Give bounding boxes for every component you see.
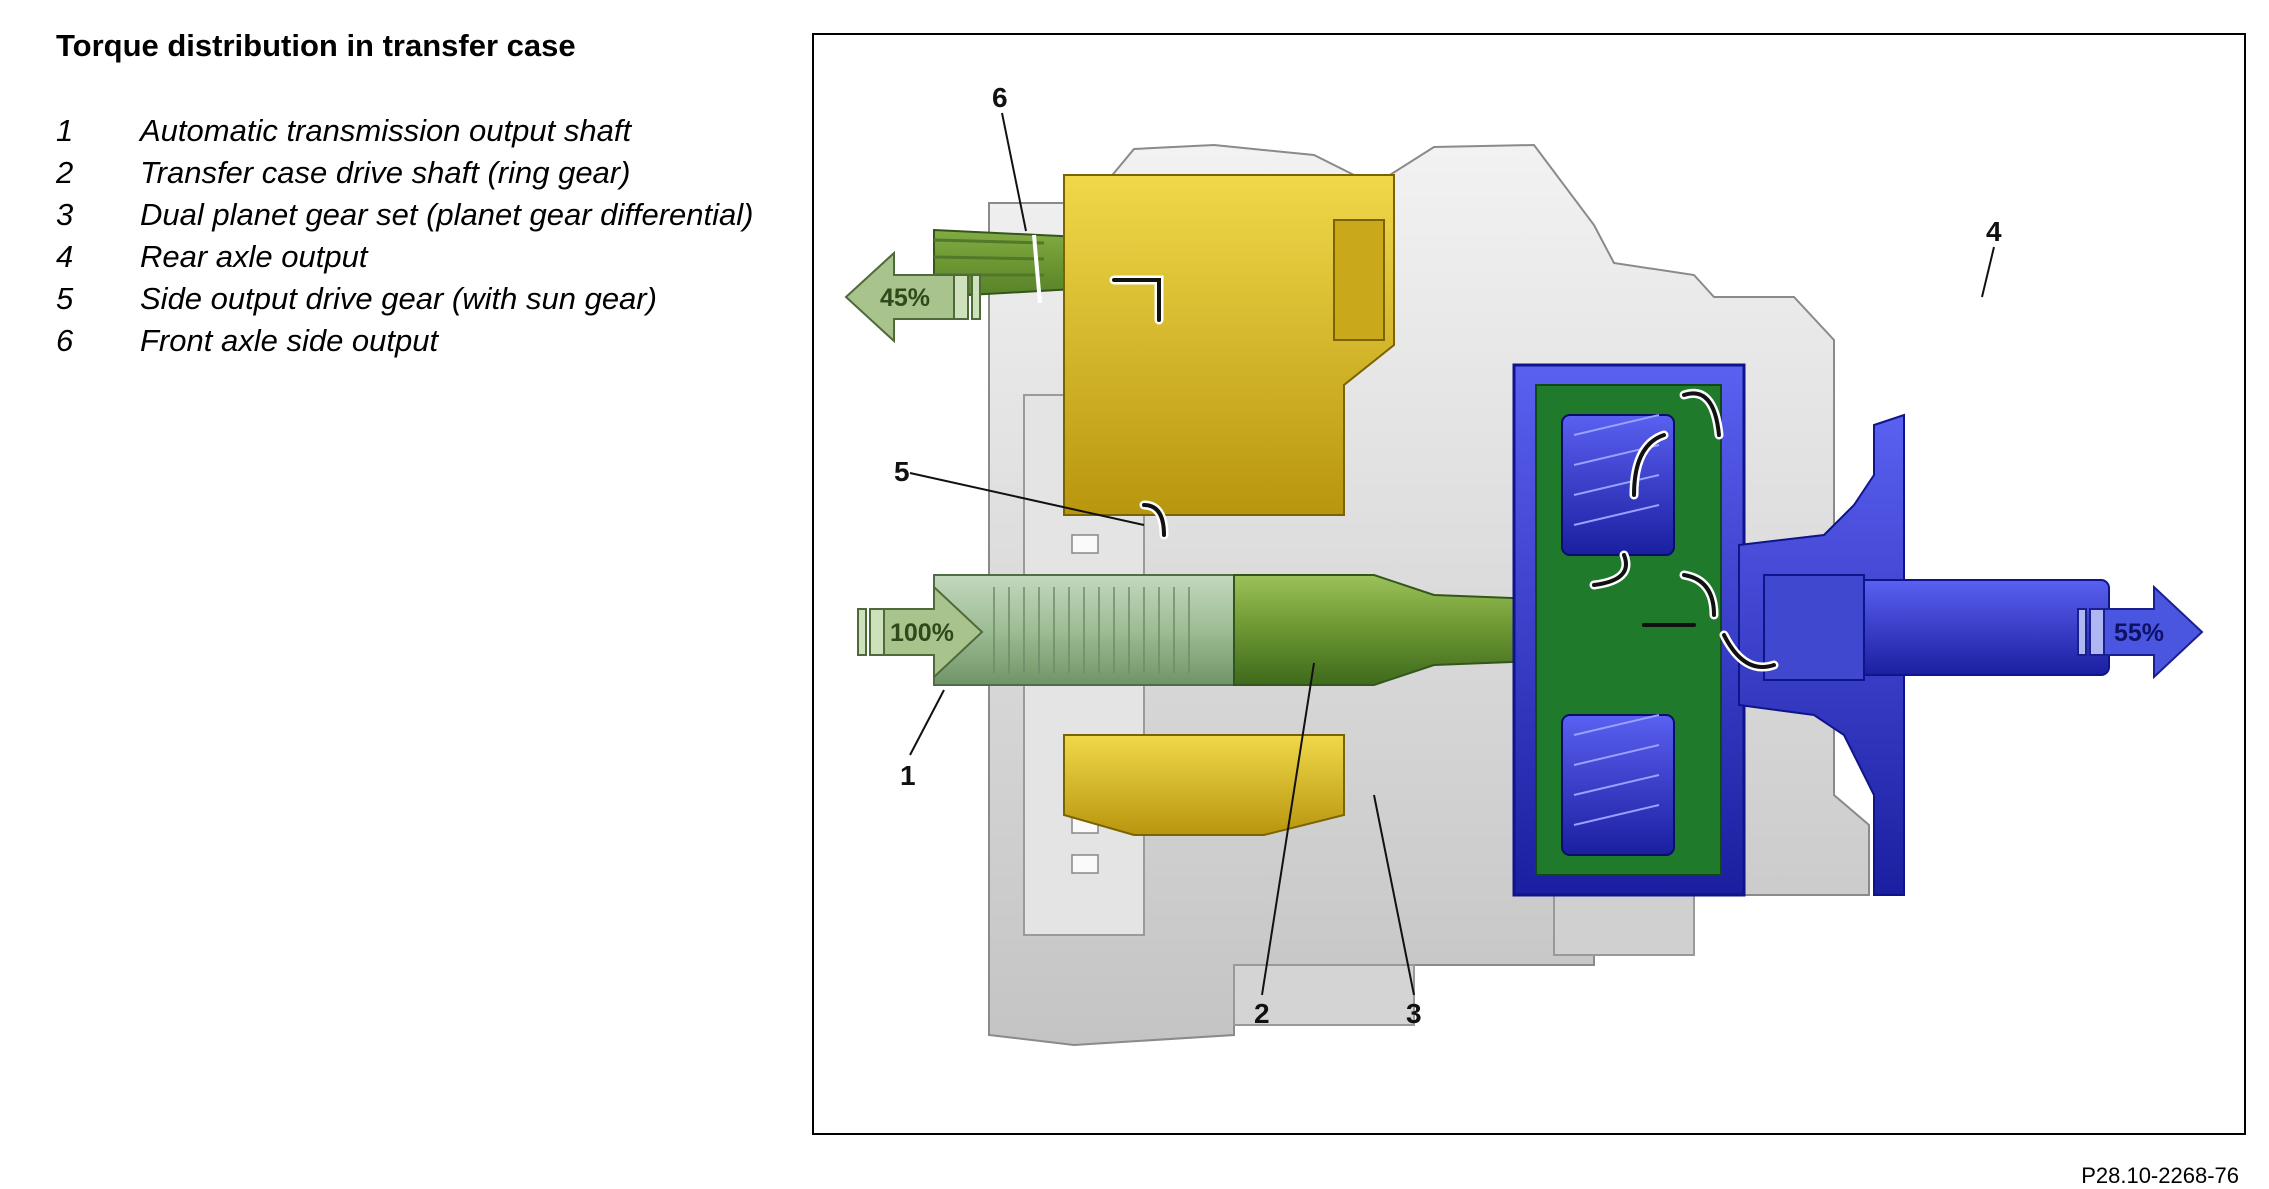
callouts (909, 112, 1995, 996)
legend-text: Front axle side output (140, 323, 439, 358)
callout-5: 5 (894, 456, 910, 487)
legend-text: Side output drive gear (with sun gear) (140, 281, 657, 316)
housing-boss (1553, 894, 1695, 956)
callout-line-1 (909, 689, 945, 756)
front-torque-arrow: 45% (844, 250, 981, 344)
page-title: Torque distribution in transfer case (56, 28, 576, 63)
dual-planet-gear-set (1512, 363, 1746, 897)
legend-number: 2 (56, 155, 74, 190)
legend-number: 3 (56, 197, 74, 232)
callout-6: 6 (992, 82, 1008, 113)
figure-frame: 45% 100% 55% (812, 33, 2246, 1135)
input-torque-label: 100% (890, 619, 954, 647)
rear-torque-arrow: 55% (2077, 584, 2204, 680)
legend-text: Transfer case drive shaft (ring gear) (140, 155, 631, 190)
legend-number: 5 (56, 281, 74, 316)
rear-output-splines (1763, 574, 1865, 681)
flow-arrow-outlines (1112, 278, 1776, 669)
input-splines (993, 587, 1190, 673)
legend-item: 2 Transfer case drive shaft (ring gear) (56, 154, 756, 191)
rear-output-shaft (1853, 579, 2110, 676)
callout-line-5 (909, 472, 1145, 526)
callout-3: 3 (1406, 998, 1422, 1029)
legend-number: 1 (56, 113, 74, 148)
legend-number: 4 (56, 239, 74, 274)
callout-line-2 (1261, 662, 1315, 996)
drive-gear-lower (1063, 734, 1345, 836)
figure-reference: P28.10-2268-76 (2081, 1163, 2239, 1188)
side-output-drive-gear (1063, 174, 1395, 836)
callout-line-4 (1981, 246, 1995, 298)
input-torque-arrow: 100% (857, 584, 984, 680)
legend-item: 5 Side output drive gear (with sun gear) (56, 280, 756, 317)
callout-line-3 (1373, 794, 1415, 996)
drive-gear-teeth (1333, 219, 1385, 341)
legend-text: Automatic transmission output shaft (140, 113, 632, 148)
legend-item: 1 Automatic transmission output shaft (56, 112, 756, 149)
callout-4: 4 (1986, 216, 2002, 247)
front-torque-label: 45% (880, 284, 930, 312)
drive-gear-upper (1063, 174, 1395, 516)
legend-text: Dual planet gear set (planet gear differ… (140, 197, 754, 232)
legend-list: 1 Automatic transmission output shaft 2 … (56, 112, 756, 364)
legend-item: 4 Rear axle output (56, 238, 756, 275)
torque-arrows: 45% 100% 55% (844, 250, 2204, 680)
rear-torque-label: 55% (2114, 619, 2164, 647)
callout-1: 1 (900, 760, 916, 791)
callout-2: 2 (1254, 998, 1270, 1029)
transfer-case-illustration: 45% 100% 55% (844, 82, 2204, 1047)
legend-text: Rear axle output (140, 239, 368, 274)
legend-item: 3 Dual planet gear set (planet gear diff… (56, 196, 756, 233)
callout-line-6 (1001, 112, 1027, 232)
legend-item: 6 Front axle side output (56, 322, 756, 359)
legend-number: 6 (56, 323, 74, 358)
rear-axle-output (1738, 413, 2110, 896)
snap-ring (1032, 234, 1042, 304)
housing-foot (1233, 964, 1415, 1026)
